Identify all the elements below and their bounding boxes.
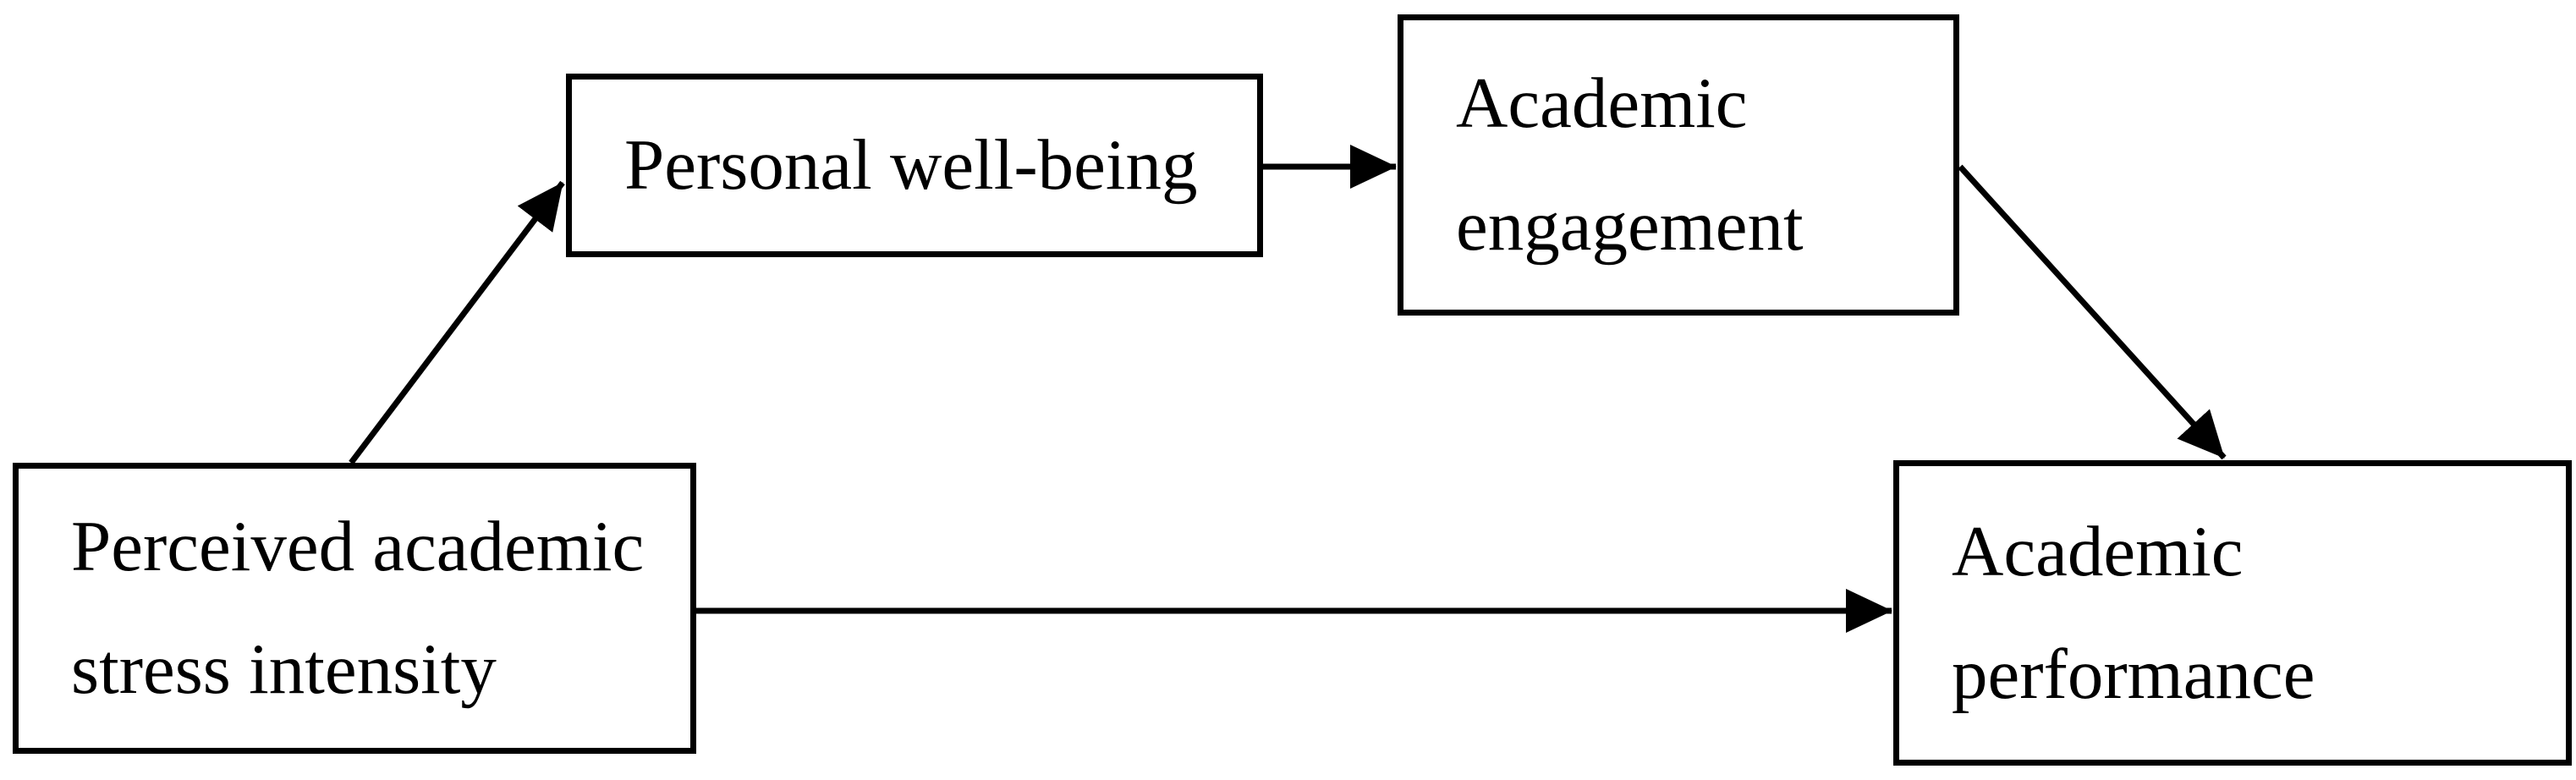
node-label-line: Academic bbox=[1952, 511, 2244, 591]
node-academic-performance: Academic performance bbox=[1893, 460, 2572, 766]
node-label-line: stress intensity bbox=[71, 629, 497, 709]
node-label-line: engagement bbox=[1456, 186, 1804, 266]
node-label-line: Personal well-being bbox=[624, 125, 1198, 205]
arrow-engagement-to-performance bbox=[1958, 164, 2227, 460]
node-label-line: Perceived academic bbox=[71, 507, 645, 586]
arrow-stress-to-wellbeing bbox=[349, 180, 565, 465]
node-personal-well-being: Personal well-being bbox=[566, 74, 1263, 257]
node-label-line: performance bbox=[1952, 634, 2315, 714]
node-label-line: Academic bbox=[1456, 63, 1748, 143]
node-perceived-academic-stress-intensity: Perceived academic stress intensity bbox=[13, 463, 696, 754]
node-academic-engagement: Academic engagement bbox=[1398, 14, 1959, 316]
